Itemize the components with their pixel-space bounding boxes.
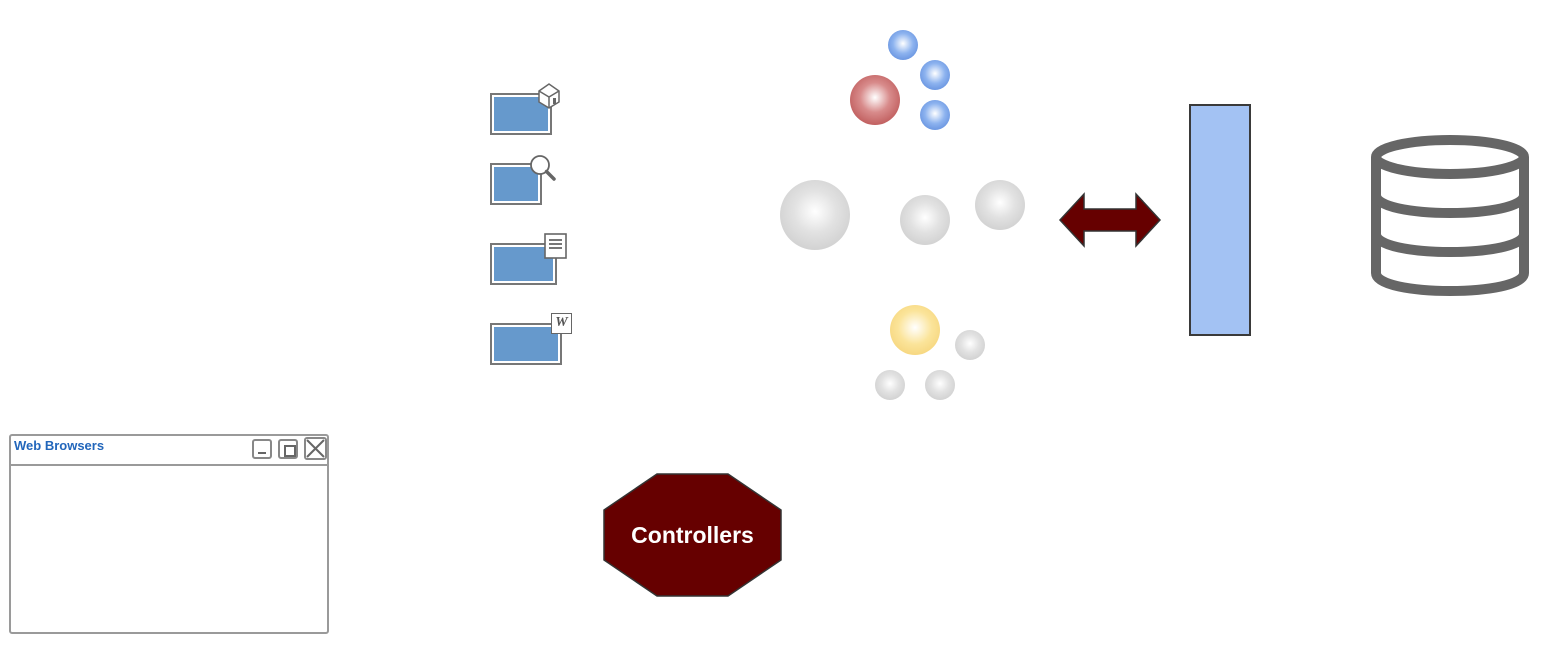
blue-sphere xyxy=(920,60,950,90)
browser-window: Web Browsers xyxy=(9,434,329,634)
gray-sphere xyxy=(955,330,985,360)
home-icon xyxy=(538,83,560,109)
gray-sphere xyxy=(780,180,850,250)
screen-search xyxy=(490,163,542,205)
controllers-octagon xyxy=(603,473,782,597)
gray-sphere xyxy=(900,195,950,245)
browser-window-title: Web Browsers xyxy=(14,438,105,453)
word-letter-icon: W xyxy=(551,313,572,334)
gray-sphere xyxy=(875,370,905,400)
maximize-icon[interactable] xyxy=(278,439,298,459)
browser-window-titlebar-divider xyxy=(11,464,327,466)
document-icon xyxy=(544,233,567,259)
vertical-bar xyxy=(1189,104,1251,336)
blue-sphere xyxy=(920,100,950,130)
database-icon xyxy=(1371,135,1529,296)
gray-sphere xyxy=(925,370,955,400)
screen-word xyxy=(490,323,562,365)
red-sphere xyxy=(850,75,900,125)
blue-sphere xyxy=(888,30,918,60)
close-icon[interactable] xyxy=(304,437,327,460)
yellow-sphere xyxy=(890,305,940,355)
magnifier-icon xyxy=(530,155,556,181)
double-headed-arrow-icon xyxy=(1058,192,1162,248)
controllers-label: Controllers xyxy=(631,521,754,548)
gray-sphere xyxy=(975,180,1025,230)
minimize-icon[interactable] xyxy=(252,439,272,459)
